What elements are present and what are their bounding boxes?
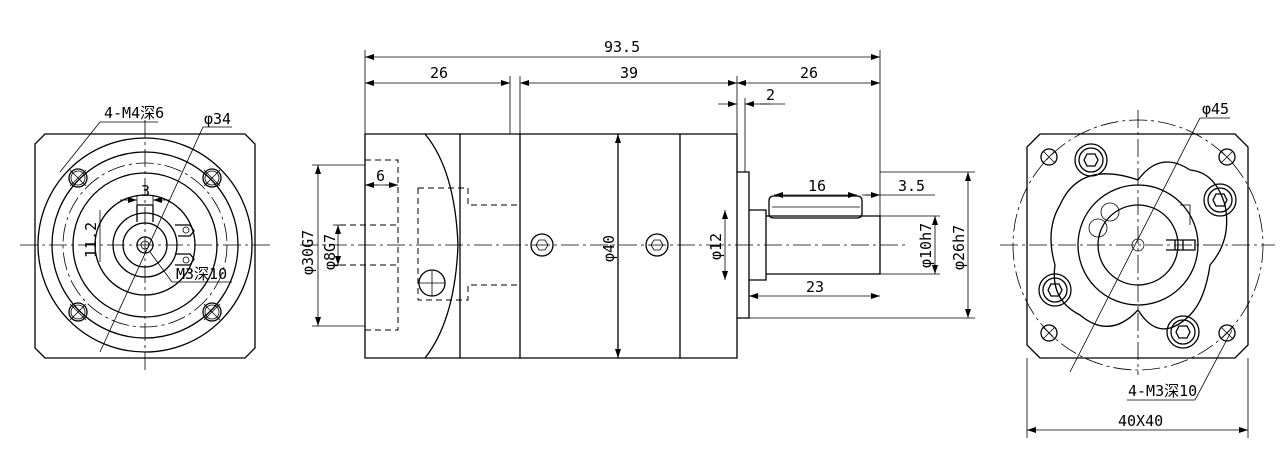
front-tap-note: M3深10 — [176, 265, 227, 283]
bore-depth-label: 6 — [376, 167, 385, 185]
mount-hole-icon — [68, 302, 88, 322]
mount-hole-icon — [1040, 148, 1058, 166]
rear-pcd-label: φ45 — [1202, 100, 1229, 118]
overall-length-label: 93.5 — [604, 38, 640, 56]
rear-square-label: 40X40 — [1118, 412, 1163, 430]
front-shaft-height-label: 11.2 — [82, 222, 100, 258]
mount-hole-icon — [202, 302, 222, 322]
front-view: 4-M4深6 φ34 3 11.2 M3深10 — [20, 104, 270, 372]
len-left-label: 26 — [430, 64, 448, 82]
front-key-width-label: 3 — [141, 182, 150, 200]
body-dia-label: φ40 — [600, 235, 618, 262]
len-mid-label: 39 — [620, 64, 638, 82]
cap-screw-icon — [1074, 143, 1108, 177]
bore-dia-label: φ8G7 — [321, 234, 339, 270]
len-right-label: 26 — [800, 64, 818, 82]
rear-view: φ45 4-M3深10 40X40 — [1000, 100, 1275, 438]
mount-hole-icon — [1218, 148, 1236, 166]
key-length-label: 16 — [808, 177, 826, 195]
shaft-length-label: 23 — [806, 278, 824, 296]
front-hole-note: 4-M4深6 — [104, 104, 164, 122]
key-offset-label: 3.5 — [898, 177, 925, 195]
cap-screw-icon — [1166, 315, 1200, 349]
mount-hole-icon — [1040, 324, 1058, 342]
input-dia-label: φ30G7 — [299, 230, 317, 275]
front-pcd-label: φ34 — [204, 110, 231, 128]
spigot-dia-label: φ12 — [707, 233, 725, 260]
mount-hole-icon — [68, 168, 88, 188]
pilot-dia-label: φ26h7 — [950, 225, 968, 270]
mount-hole-icon — [202, 168, 222, 188]
cap-screw-icon — [1203, 183, 1237, 217]
flange-thickness-label: 2 — [766, 86, 775, 104]
mount-hole-icon — [1218, 324, 1236, 342]
shaft-dia-label: φ10h7 — [917, 223, 935, 268]
rear-hole-note: 4-M3深10 — [1128, 382, 1197, 400]
side-view: 93.5 26 39 26 2 — [299, 38, 975, 359]
cap-screw-icon — [1038, 273, 1072, 307]
